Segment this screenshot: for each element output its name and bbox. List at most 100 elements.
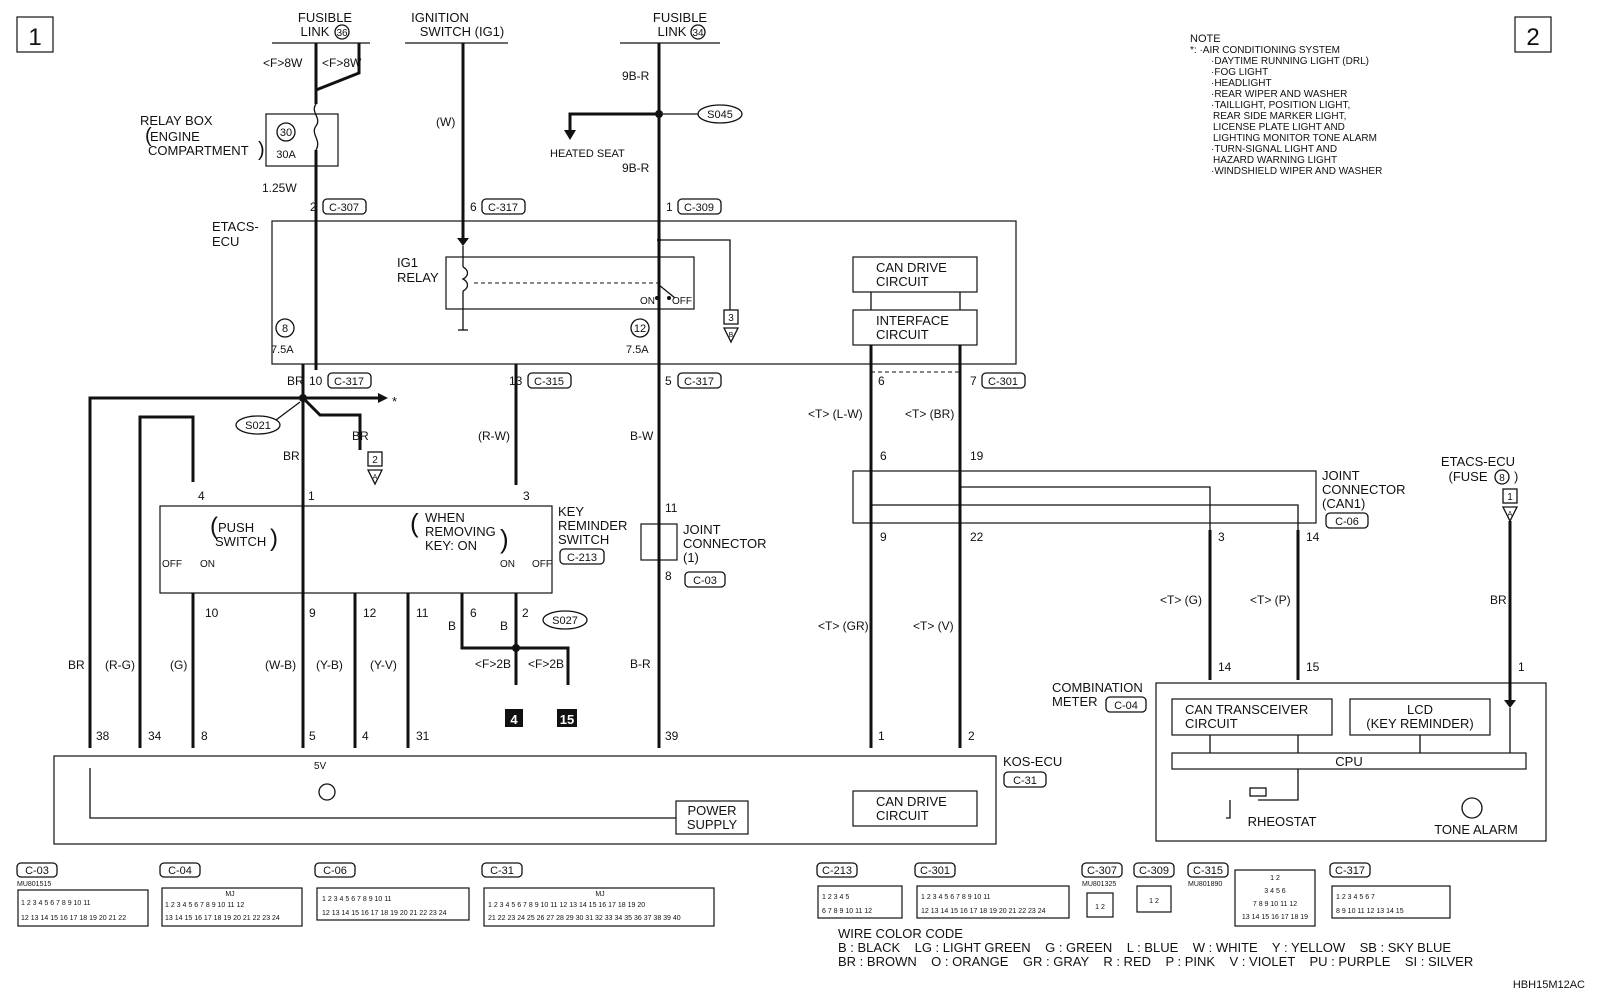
svg-text:5: 5 <box>309 729 316 743</box>
etacs-ecu-box <box>271 220 1017 365</box>
svg-text:2: 2 <box>372 455 378 466</box>
svg-text:<F>2B: <F>2B <box>475 657 511 671</box>
svg-text:B: B <box>729 332 734 339</box>
svg-text:LIGHTING MONITOR TONE ALARM: LIGHTING MONITOR TONE ALARM <box>1213 133 1377 144</box>
svg-text:34: 34 <box>692 28 704 39</box>
svg-text:<F>8W: <F>8W <box>263 56 303 70</box>
svg-text:LINK: LINK <box>301 24 330 39</box>
svg-text:<T> (BR): <T> (BR) <box>905 407 954 421</box>
svg-text:6: 6 <box>470 606 477 620</box>
etacs-fuse-ref: ETACS-ECU (FUSE 8 ) 1 A BR 1 <box>1441 454 1525 700</box>
page-marker-right-label: 2 <box>1526 24 1539 51</box>
ig1-relay: IG1 RELAY ON OFF <box>397 246 695 331</box>
svg-text:C-31: C-31 <box>1013 775 1037 787</box>
relay-box: RELAY BOX ( ENGINE COMPARTMENT ) 30 30A <box>140 113 339 167</box>
svg-text:8: 8 <box>201 729 208 743</box>
svg-text:5V: 5V <box>314 761 327 772</box>
svg-text:(W): (W) <box>436 115 455 129</box>
svg-text:3: 3 <box>728 313 734 324</box>
combination-meter <box>1155 682 1547 842</box>
svg-text:C-309: C-309 <box>684 202 714 214</box>
svg-text:(FUSE: (FUSE <box>1449 469 1488 484</box>
svg-text:REMINDER: REMINDER <box>558 518 627 533</box>
svg-text:(R-W): (R-W) <box>478 429 510 443</box>
svg-text:<T> (G): <T> (G) <box>1160 593 1202 607</box>
svg-text:REAR SIDE MARKER LIGHT,: REAR SIDE MARKER LIGHT, <box>1213 111 1346 122</box>
svg-text:C-04: C-04 <box>1114 700 1138 712</box>
svg-text:RELAY: RELAY <box>397 270 439 285</box>
connector-c04: C-04 MJ 1 2 3 4 5 6 7 8 9 10 11 12 13 14… <box>159 862 303 927</box>
svg-text:REMOVING: REMOVING <box>425 524 496 539</box>
svg-text:·DAYTIME RUNNING LIGHT (DRL): ·DAYTIME RUNNING LIGHT (DRL) <box>1211 56 1369 67</box>
svg-text:4: 4 <box>362 729 369 743</box>
connector-c03: C-03 MU801515 1 2 3 4 5 6 7 8 9 10 11 12… <box>16 862 149 927</box>
svg-text:2: 2 <box>522 606 529 620</box>
svg-text:·WINDSHIELD WIPER AND WASHER: ·WINDSHIELD WIPER AND WASHER <box>1211 166 1382 177</box>
svg-text:10: 10 <box>205 606 219 620</box>
svg-text:·HEADLIGHT: ·HEADLIGHT <box>1211 78 1272 89</box>
svg-text:3 4 5 6: 3 4 5 6 <box>1264 888 1286 895</box>
svg-text:·REAR WIPER AND WASHER: ·REAR WIPER AND WASHER <box>1211 89 1347 100</box>
svg-text:OFF: OFF <box>532 559 552 570</box>
svg-text:BR: BR <box>283 449 300 463</box>
splice-s045: S045 <box>707 109 733 121</box>
svg-text:PUSH: PUSH <box>218 520 254 535</box>
svg-text:C-03: C-03 <box>25 865 49 877</box>
svg-text:MU801515: MU801515 <box>17 881 51 888</box>
svg-text:(CAN1): (CAN1) <box>1322 496 1365 511</box>
svg-text:C-317: C-317 <box>1335 865 1365 877</box>
svg-text:RHEOSTAT: RHEOSTAT <box>1248 814 1317 829</box>
svg-text:C-307: C-307 <box>1087 865 1117 877</box>
svg-text:C-301: C-301 <box>988 376 1018 388</box>
svg-text:9: 9 <box>309 606 316 620</box>
joint-connector-1 <box>640 523 678 561</box>
svg-text:): ) <box>258 139 265 161</box>
ground-4-icon <box>505 709 523 727</box>
svg-text:C-06: C-06 <box>1335 516 1359 528</box>
svg-text:MJ: MJ <box>595 891 604 898</box>
svg-text:12: 12 <box>363 606 377 620</box>
svg-text:(G): (G) <box>170 658 187 672</box>
svg-text:<F>2B: <F>2B <box>528 657 564 671</box>
svg-text:B: B <box>500 619 508 633</box>
svg-text:SWITCH: SWITCH <box>215 534 266 549</box>
svg-text:1 2: 1 2 <box>1270 875 1280 882</box>
svg-text:MJ: MJ <box>225 891 234 898</box>
svg-text:): ) <box>500 524 509 554</box>
svg-text:8: 8 <box>282 323 288 335</box>
svg-text:3: 3 <box>1218 530 1225 544</box>
can-drive-circuit-etacs <box>852 256 978 293</box>
svg-text:38: 38 <box>96 729 110 743</box>
svg-text:11: 11 <box>665 501 678 515</box>
svg-text:15: 15 <box>1306 660 1320 674</box>
svg-text:TONE ALARM: TONE ALARM <box>1434 822 1518 837</box>
svg-text:12 13 14 15 16 17 18 19 20 21: 12 13 14 15 16 17 18 19 20 21 22 23 24 <box>322 910 447 917</box>
svg-text:COMBINATION: COMBINATION <box>1052 680 1143 695</box>
connector-c309: C-309 1 2 <box>1133 862 1175 913</box>
svg-text:COMPARTMENT: COMPARTMENT <box>148 143 249 158</box>
svg-text:C-315: C-315 <box>1193 865 1223 877</box>
svg-text:34: 34 <box>148 729 162 743</box>
joint-connector-can1 <box>852 470 1317 524</box>
svg-text:30: 30 <box>280 127 292 139</box>
svg-text:MU801325: MU801325 <box>1082 881 1116 888</box>
svg-text:5: 5 <box>665 374 672 388</box>
svg-text:1 2 3 4 5 6 7: 1 2 3 4 5 6 7 <box>1336 894 1375 901</box>
svg-text:C-213: C-213 <box>822 865 852 877</box>
svg-text:6 7 8 9 10 11 12: 6 7 8 9 10 11 12 <box>822 908 872 915</box>
svg-text:LICENSE PLATE LIGHT AND: LICENSE PLATE LIGHT AND <box>1213 122 1345 133</box>
svg-text:6: 6 <box>878 374 885 388</box>
svg-text:CAN DRIVE: CAN DRIVE <box>876 794 947 809</box>
svg-text:(: ( <box>210 513 218 540</box>
svg-text:C-04: C-04 <box>168 865 192 877</box>
svg-text:C-31: C-31 <box>490 865 514 877</box>
svg-text:1 2 3 4 5: 1 2 3 4 5 <box>822 894 849 901</box>
svg-text:CIRCUIT: CIRCUIT <box>876 327 929 342</box>
svg-text:11: 11 <box>416 606 429 620</box>
svg-text:36: 36 <box>336 28 348 39</box>
svg-text:BR: BR <box>68 658 85 672</box>
svg-text:12 13 14 15 16 17 18 19 20 21: 12 13 14 15 16 17 18 19 20 21 22 23 24 <box>921 908 1046 915</box>
connector-c213: C-213 1 2 3 4 5 6 7 8 9 10 11 12 <box>816 862 903 919</box>
svg-text:FUSIBLE: FUSIBLE <box>653 10 708 25</box>
